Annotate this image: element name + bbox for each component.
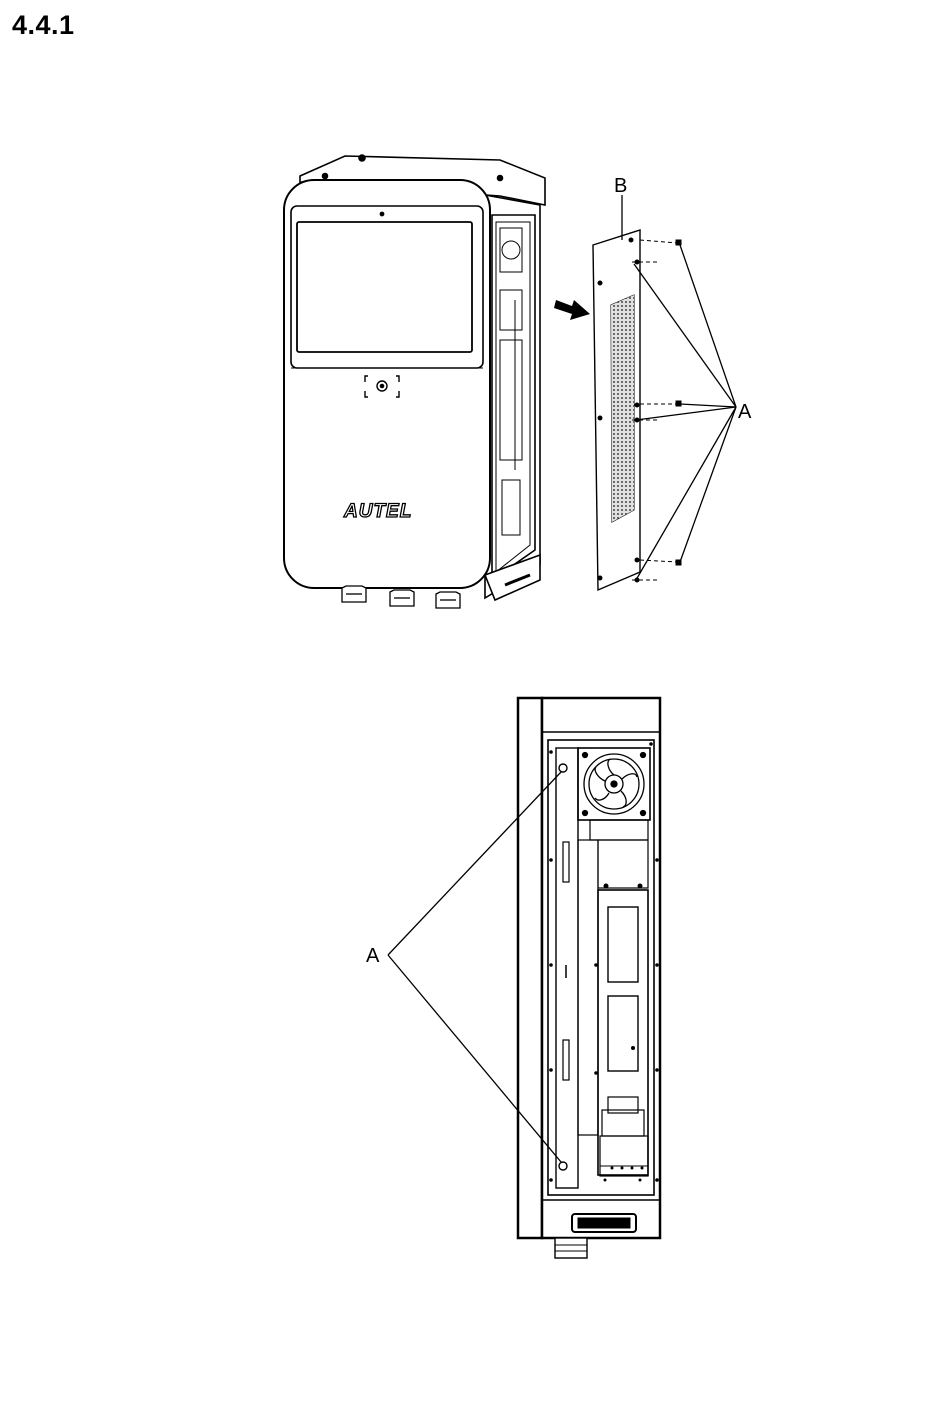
cable-glands [342,586,460,608]
charger-front-view [284,155,545,600]
callout-label-a-bottom: A [366,945,380,967]
brand-logo: AUTEL [343,501,412,522]
callout-label-a-top: A [738,401,752,423]
side-panel-b [593,230,640,590]
arrow-right-icon [554,300,590,320]
callout-label-b: B [614,175,627,197]
